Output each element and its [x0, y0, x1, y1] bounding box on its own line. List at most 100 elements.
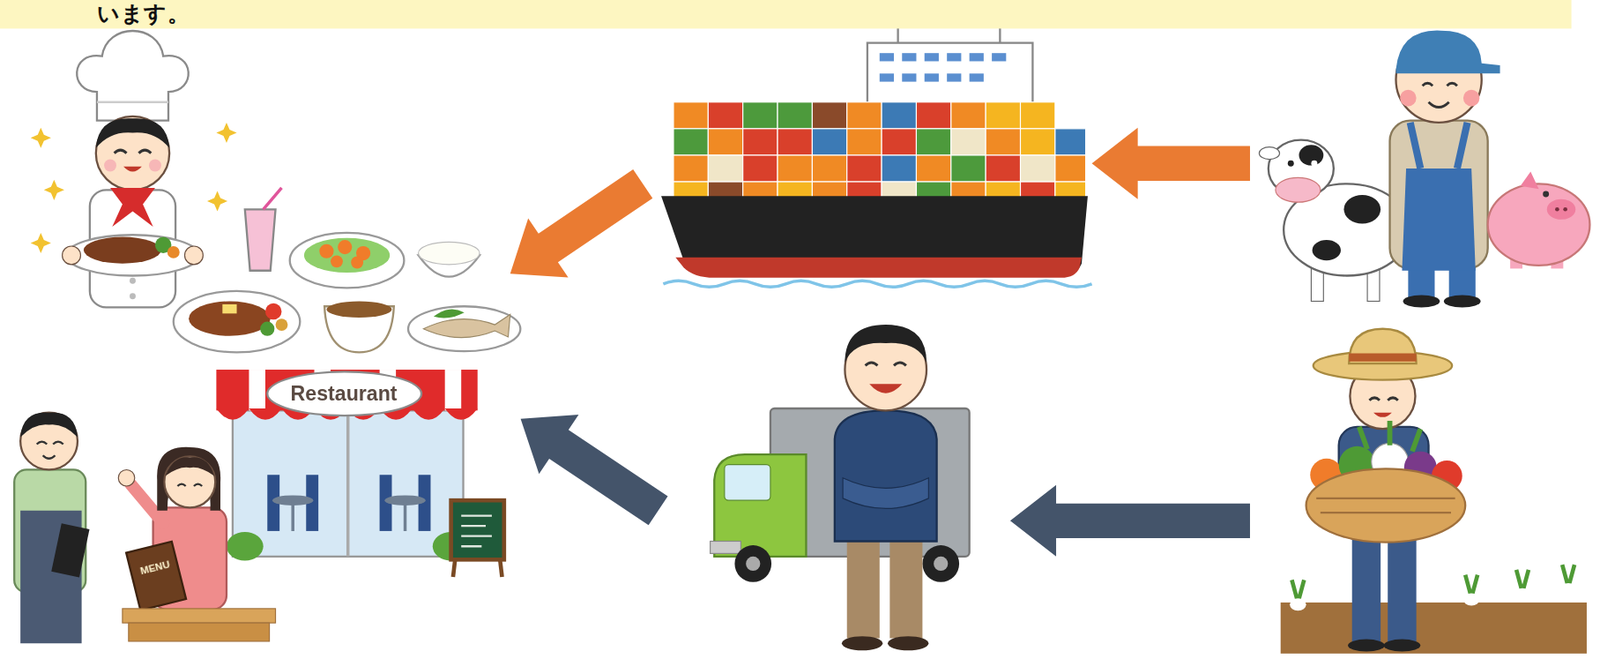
livestock-farmer-part: [1410, 122, 1468, 169]
dishes: [173, 187, 521, 352]
dishes-part: [433, 308, 465, 318]
chef-figure-part: [167, 245, 180, 259]
restaurant-building-part: [346, 413, 350, 557]
container-ship-part-part: [811, 155, 847, 182]
vegetable-farmer-part: [1289, 597, 1307, 611]
chef-figure-part: [96, 116, 170, 190]
dishes-part: [304, 238, 390, 273]
chef-figure-part: [44, 179, 65, 201]
vegetable-farmer-part: [1560, 582, 1578, 596]
container-ship-part-part: [985, 128, 1020, 156]
livestock-farmer-part: [1547, 199, 1576, 220]
vegetable-farmer-part: [1313, 350, 1452, 380]
container-ship-part: [675, 257, 1082, 278]
dishes-part: [290, 232, 405, 289]
container-ship-part: [879, 52, 894, 61]
title-banner: います。: [0, 0, 1572, 29]
container-ship-part: [673, 102, 1087, 202]
truck-driver-part: [710, 540, 742, 553]
dishes-part: [418, 241, 480, 264]
vegetable-farmer-part: [1463, 593, 1481, 606]
container-ship-part-part: [985, 155, 1020, 182]
dishes-part: [319, 244, 334, 259]
livestock-farmer-part: [1401, 168, 1475, 271]
waiter-figure-part: [37, 441, 64, 445]
dishes-part: [265, 303, 283, 320]
container-ship-part-part: [847, 155, 882, 182]
livestock-farmer-part: [1422, 82, 1458, 86]
chef-figure-part: [83, 237, 162, 264]
container-ship-part-part: [707, 128, 743, 156]
vegetable-farmer-part: [1280, 602, 1587, 654]
livestock-farmer-part: [1275, 177, 1321, 202]
vegetable-farmer-part: [1384, 639, 1422, 652]
container-ship-part-part: [777, 102, 812, 129]
waiter-figure-part: [20, 411, 78, 437]
flow-arrows-part: [490, 154, 663, 304]
chef-figure-part: [207, 190, 228, 211]
banner-title: います。: [96, 0, 190, 29]
truck-driver-part: [724, 464, 771, 501]
customer-figure-part: [122, 608, 276, 623]
chef-figure-part: [123, 166, 142, 172]
vegetable-farmer-part: [1347, 639, 1385, 652]
livestock-farmer-part: [1343, 194, 1381, 224]
chef-figure-part: [30, 127, 52, 149]
container-ship-part: [946, 73, 961, 82]
restaurant-building-part: [248, 369, 266, 410]
vegetable-farmer-part: [1306, 468, 1467, 542]
livestock-farmer-part: [1399, 89, 1417, 107]
customer-figure-part: [126, 541, 187, 611]
flow-arrows-part: [1092, 127, 1251, 200]
container-ship-part-part: [743, 155, 778, 182]
chef-figure-part: [76, 30, 189, 121]
truck-driver-part: [734, 544, 772, 582]
livestock-farmer-part: [1395, 30, 1500, 75]
container-ship-part-part: [915, 155, 951, 182]
container-ship-part: [662, 280, 1092, 287]
container-ship-part: [946, 52, 961, 61]
livestock-farmer-part: [1299, 144, 1325, 165]
dishes-part: [260, 321, 275, 336]
truck-driver-part: [865, 362, 907, 365]
chef-figure-part: [185, 245, 204, 265]
livestock-farmer-part: [1488, 183, 1591, 266]
container-ship-part: [867, 43, 1034, 107]
container-ship-part-part: [1020, 102, 1056, 129]
dishes-part: [245, 208, 276, 270]
chef-figure-part: [129, 277, 136, 284]
dishes-part: [337, 239, 352, 254]
livestock-farmer-part: [1428, 102, 1450, 108]
vegetable-farmer-part: [1352, 530, 1381, 643]
chef-figure-part: [96, 101, 169, 104]
livestock-farmer-part: [1310, 160, 1318, 167]
container-ship-part-part: [951, 155, 986, 182]
flow-arrows-part: [1010, 484, 1251, 557]
vegetable-farmer-part: [1348, 328, 1416, 364]
vegetable-farmer-part: [1359, 420, 1421, 452]
container-ship-part-part: [1020, 155, 1056, 182]
container-ship-part-part: [811, 102, 847, 129]
restaurant-building-part: [226, 531, 264, 560]
truck-driver-part: [842, 477, 929, 509]
chef-figure-part: [104, 159, 117, 172]
truck-driver: [710, 324, 970, 650]
container-ship-part-part: [1055, 128, 1087, 156]
dishes-part: [173, 290, 301, 352]
vegetable-farmer: [1280, 328, 1587, 654]
container-ship-part: [924, 52, 939, 61]
container-ship-part-part: [777, 128, 812, 156]
livestock-farmer-part: [1562, 207, 1568, 212]
chef-figure-part: [62, 245, 82, 265]
vegetable-farmer-part: [1373, 412, 1392, 417]
container-ship-part: [924, 73, 939, 82]
livestock-farmer-part: [1443, 295, 1481, 308]
dishes-part: [350, 256, 364, 269]
livestock-farmer-part: [1312, 239, 1341, 261]
container-ship-part-part: [743, 102, 778, 129]
dishes-part: [188, 300, 271, 335]
truck-driver-part: [889, 535, 923, 639]
container-ship-part-part: [881, 102, 916, 129]
dishes-part: [326, 300, 392, 318]
